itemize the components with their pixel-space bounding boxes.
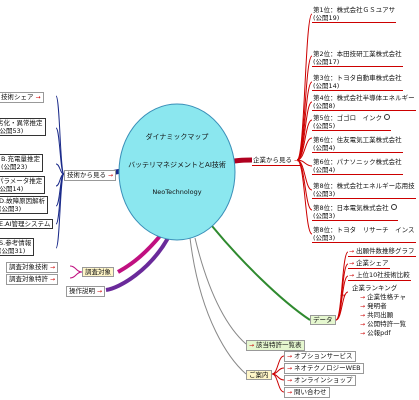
arrow-right-icon: → — [340, 292, 346, 299]
guide-item-contact[interactable]: →問い合わせ — [284, 387, 330, 398]
guide-item-shop[interactable]: →オンラインショップ — [284, 375, 356, 386]
data-item-share[interactable]: →企業シェア — [348, 259, 390, 269]
ranking-item[interactable]: → 共同出願 — [360, 311, 394, 319]
tech-branch[interactable]: 技術から見る→ — [64, 170, 117, 181]
guide-item-option[interactable]: →オプションサービス — [284, 351, 356, 362]
company-item-10[interactable]: 第8位：トヨタ リサーチ インス(公開3) — [312, 226, 416, 243]
target-branch[interactable]: 調査対象 — [82, 267, 114, 277]
companies-branch[interactable]: 企業から見る→ — [252, 156, 301, 166]
circle-icon — [390, 204, 397, 210]
data-item-compare[interactable]: →上位10社技術比較 — [348, 271, 411, 281]
tech-item-fault[interactable]: D.故障原因解析(公開3) — [0, 196, 49, 214]
tech-item-reference[interactable]: S.参考情報(公開31) — [0, 238, 35, 256]
tech-item-charge[interactable]: B.充電量推定(公開23) — [0, 154, 44, 172]
ranking-group: 企業ランキング → 企業性格チャ → 発明者 → 共同出願 → 公開特許一覧 →… — [352, 284, 406, 338]
center-title: ダイナミックマップ — [145, 133, 209, 141]
circle-icon — [384, 114, 391, 120]
data-branch[interactable]: データ — [310, 315, 336, 325]
company-item-1[interactable]: 第1位：株式会社ＧＳユアサ(公開19) — [312, 6, 397, 23]
company-item-4[interactable]: 第4位：株式会社半導体エネルギー(公開8) — [312, 94, 416, 111]
arrow-right-icon: → — [287, 365, 293, 372]
guide-item-web[interactable]: →ネオテクノロジーWEB — [284, 363, 364, 374]
arrow-right-icon: → — [294, 157, 300, 164]
target-patent-link[interactable]: 調査対象特許→ — [6, 274, 59, 285]
arrow-right-icon: → — [35, 94, 41, 101]
company-item-3[interactable]: 第3位：トヨタ自動車株式会社(公開14) — [312, 74, 403, 91]
tech-item-share[interactable]: 技術シェア→ — [0, 92, 44, 103]
tech-item-parameter[interactable]: パラメータ推定(公開14) — [0, 176, 46, 194]
company-item-2[interactable]: 第2位：本田技研工業株式会社(公開17) — [312, 50, 403, 67]
arrow-right-icon: → — [287, 389, 293, 396]
branch-manual-link — [105, 237, 170, 292]
company-item-7[interactable]: 第6位：パナソニック株式会社(公開4) — [312, 158, 403, 175]
arrow-right-icon: → — [349, 272, 355, 279]
ranking-item[interactable]: → 発明者 — [360, 302, 387, 310]
data-item-trend[interactable]: →出願件数推移グラフ — [348, 247, 416, 257]
ranking-item[interactable]: → 公報pdf — [360, 329, 391, 337]
arrow-right-icon: → — [249, 342, 255, 349]
branch-target-link — [117, 234, 162, 274]
ranking-item[interactable]: → 公開特許一覧 — [360, 320, 407, 328]
tech-item-degradation[interactable]: 劣化・異常推定(公開53) — [0, 118, 46, 136]
company-item-5[interactable]: 第5位：ゴゴロ インク(公開5) — [312, 114, 392, 131]
company-item-9[interactable]: 第8位：日本電気株式会社(公開3) — [312, 204, 398, 221]
guide-branch[interactable]: ご案内 — [246, 370, 272, 380]
center-brand: NeoTechnology — [152, 188, 202, 196]
center-subtitle: バッテリマネジメントとAI技術 — [128, 161, 226, 169]
arrow-right-icon: → — [287, 377, 293, 384]
manual-link[interactable]: 操作説明→ — [66, 286, 106, 297]
ranking-title: 企業ランキング — [352, 284, 398, 292]
arrow-right-icon: → — [97, 288, 103, 295]
arrow-right-icon: → — [50, 276, 56, 283]
arrow-right-icon: → — [108, 172, 114, 179]
tech-item-ai[interactable]: E.AI管理システム — [0, 219, 54, 229]
branch-data-link — [211, 225, 311, 321]
branch-guide-link — [189, 237, 247, 375]
arrow-right-icon: → — [349, 248, 355, 255]
target-tech-link[interactable]: 調査対象技術→ — [6, 262, 59, 273]
company-item-8[interactable]: 第8位：株式会社エネルギー応用技(公開3) — [312, 182, 416, 199]
arrow-right-icon: → — [50, 264, 56, 271]
ranking-item[interactable]: → 企業性格チャ — [360, 293, 407, 301]
company-item-6[interactable]: 第6位：住友電気工業株式会社(公開4) — [312, 136, 403, 153]
arrow-right-icon: → — [349, 260, 355, 267]
center-node — [118, 103, 236, 241]
arrow-right-icon: → — [287, 353, 293, 360]
patent-list-link[interactable]: →該当特許一覧表 — [246, 340, 305, 351]
branch-patent-link — [194, 237, 247, 345]
